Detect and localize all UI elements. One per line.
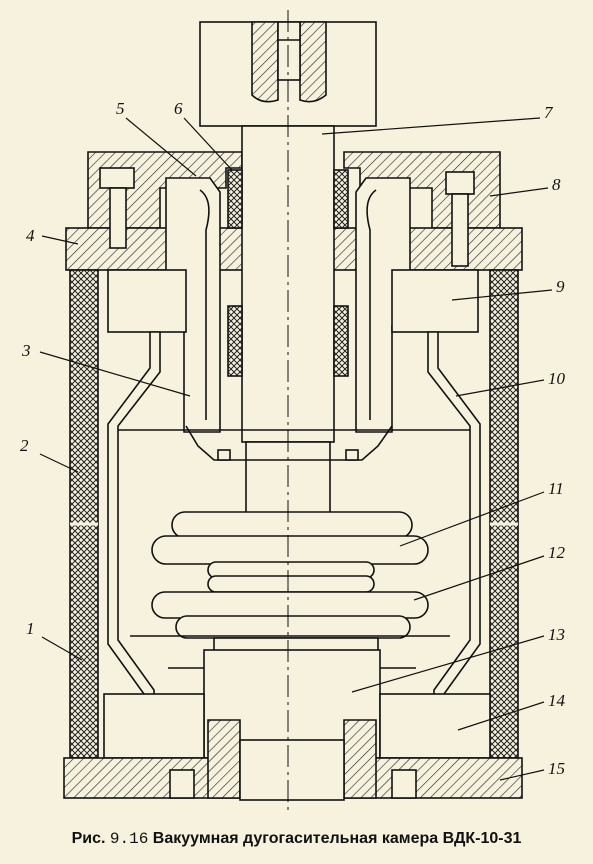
guide-bushing-right-top <box>333 169 349 229</box>
guide-bushing-right-bottom <box>333 305 349 377</box>
leader-5 <box>125 117 197 177</box>
outer-cylinder-wall-right <box>489 269 519 759</box>
mid-ring-left <box>107 269 187 333</box>
caption-title: Вакуумная дугогасительная камера ВДК-10-… <box>152 830 522 847</box>
caption-number: 9.16 <box>109 830 149 848</box>
bolt-head-right <box>445 171 475 195</box>
figure-caption: Рис. 9.16 Вакуумная дугогасительная каме… <box>0 830 593 848</box>
shield-left <box>107 331 161 721</box>
leader-12 <box>413 555 545 601</box>
callout-11: 11 <box>548 479 564 498</box>
bottom-hub-right <box>343 719 377 799</box>
bellows-fold-1 <box>171 511 413 539</box>
leader-7 <box>321 117 541 135</box>
leader-11 <box>399 491 545 547</box>
guide-bushing-left-bottom <box>227 305 243 377</box>
bottom-bolt-left <box>169 769 195 799</box>
leader-6 <box>183 117 233 171</box>
drive-socket <box>277 21 301 81</box>
bellows-fold-6 <box>175 615 411 639</box>
leader-13 <box>351 635 545 693</box>
callout-3: 3 <box>21 341 31 360</box>
leader-4 <box>41 235 79 245</box>
callout-9: 9 <box>556 277 565 296</box>
spring-right <box>366 189 377 420</box>
bellows-fold-5 <box>151 591 429 619</box>
bottom-bore <box>239 739 345 801</box>
leader-14 <box>457 701 545 731</box>
callout-7: 7 <box>544 103 554 122</box>
callout-15: 15 <box>548 759 565 778</box>
guide-bushing-left-top <box>227 169 243 229</box>
outer-cylinder-wall-left <box>69 269 99 759</box>
bolt-shank-right <box>451 193 469 267</box>
leader-9 <box>451 289 553 301</box>
callout-14: 14 <box>548 691 566 710</box>
leader-8 <box>489 187 549 197</box>
drive-block-hatch-left <box>251 21 279 103</box>
leader-3 <box>39 351 191 397</box>
lower-ring-right <box>379 693 491 759</box>
callout-12: 12 <box>548 543 566 562</box>
callout-4: 4 <box>26 226 35 245</box>
callout-1: 1 <box>26 619 35 638</box>
callout-13: 13 <box>548 625 565 644</box>
leader-10 <box>455 379 545 397</box>
bottom-bolt-right <box>391 769 417 799</box>
caption-prefix: Рис. <box>71 830 106 847</box>
contact-pad-right <box>345 449 359 461</box>
bolt-head-left <box>99 167 135 189</box>
callout-10: 10 <box>548 369 566 388</box>
callout-5: 5 <box>116 99 125 118</box>
contact-pad-left <box>217 449 231 461</box>
callout-2: 2 <box>20 436 29 455</box>
callout-6: 6 <box>174 99 183 118</box>
leader-15 <box>499 769 545 781</box>
bellows-fold-2 <box>151 535 429 565</box>
spring-left <box>199 189 210 420</box>
drive-block-hatch-right <box>299 21 327 103</box>
bottom-hub <box>207 719 241 799</box>
leader-1 <box>41 636 83 661</box>
bellows-fold-4 <box>207 575 375 593</box>
bolt-shank-left <box>109 187 127 249</box>
leader-2 <box>39 453 79 473</box>
lower-ring-left <box>103 693 205 759</box>
callout-8: 8 <box>552 175 561 194</box>
mid-ring-right <box>391 269 479 333</box>
